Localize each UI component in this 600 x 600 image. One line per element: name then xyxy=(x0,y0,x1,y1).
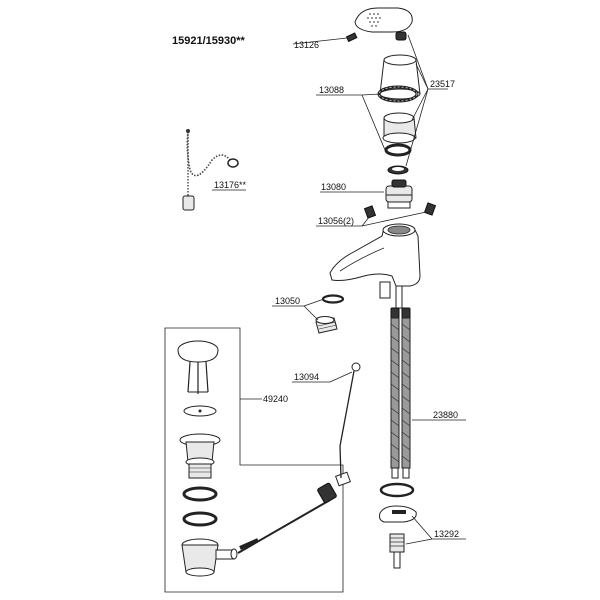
lever-handle xyxy=(354,7,413,41)
aerator-washer xyxy=(321,294,345,304)
cover-cap xyxy=(379,54,421,100)
retaining-ring xyxy=(387,165,409,175)
label-13080: 13080 xyxy=(321,182,346,192)
grub-screw-left xyxy=(363,205,377,219)
mounting-plate xyxy=(379,505,417,523)
plug-seal xyxy=(183,405,217,417)
aerator xyxy=(315,316,338,334)
waste-flange xyxy=(179,433,221,479)
lift-rod xyxy=(339,362,361,479)
label-23517: 23517 xyxy=(430,79,455,89)
horizontal-pivot-rod xyxy=(237,482,337,554)
waste-body xyxy=(181,538,238,577)
label-13050: 13050 xyxy=(275,296,300,306)
label-13292: 13292 xyxy=(434,529,459,539)
label-49240: 49240 xyxy=(263,394,288,404)
popup-plug xyxy=(177,340,219,394)
tap-body xyxy=(329,223,421,309)
threaded-stud xyxy=(389,533,405,569)
diagram-title: 15921/15930** xyxy=(172,35,246,47)
chain-and-plug xyxy=(182,129,239,211)
mounting-washer xyxy=(379,482,415,498)
flexible-hose-left xyxy=(390,307,400,479)
waste-kit-outline xyxy=(164,327,344,593)
crown-nut xyxy=(382,112,417,144)
label-23880: 23880 xyxy=(433,410,458,420)
flexible-hose-right xyxy=(401,307,411,479)
o-ring-lower xyxy=(384,143,412,157)
grub-screw-right xyxy=(423,202,437,216)
cartridge xyxy=(385,179,413,209)
clip-connector xyxy=(335,471,351,487)
label-13088: 13088 xyxy=(319,85,344,95)
label-13056: 13056(2) xyxy=(318,216,354,226)
label-13094: 13094 xyxy=(294,372,319,382)
waste-washer-2 xyxy=(182,511,218,527)
waste-washer-1 xyxy=(182,486,218,502)
set-screw xyxy=(345,32,358,43)
label-13126: 13126 xyxy=(294,40,319,50)
label-13176: 13176** xyxy=(214,180,247,190)
